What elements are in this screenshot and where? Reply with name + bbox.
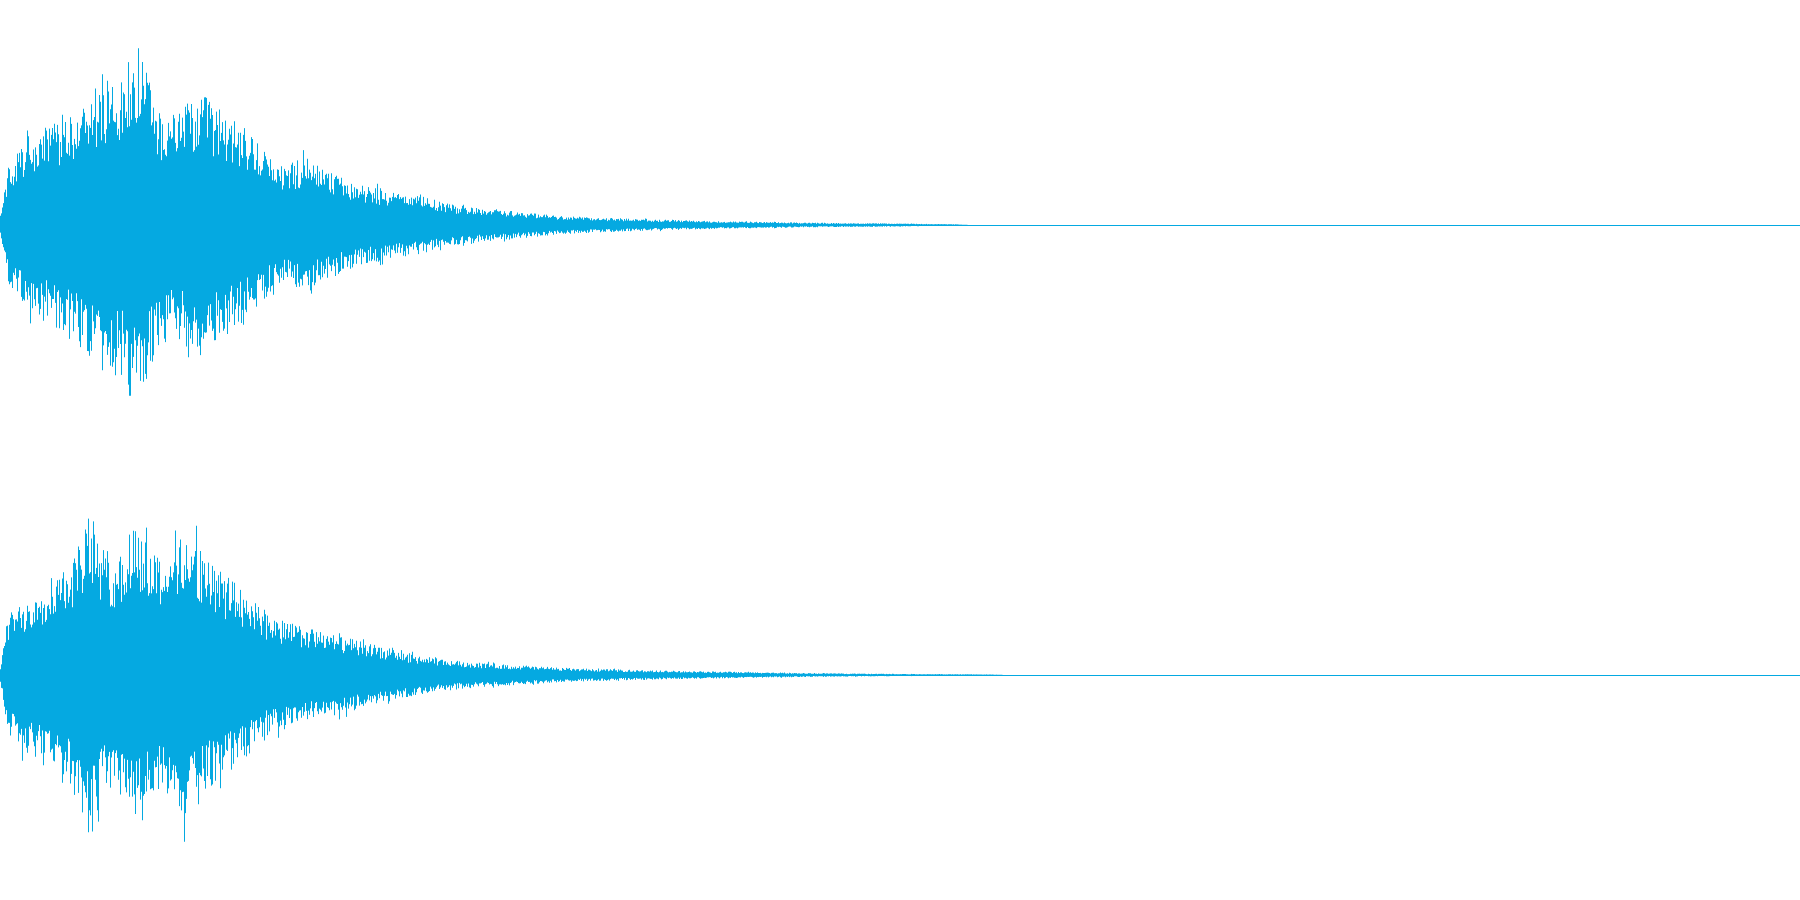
channel-right-waveform [0,518,1800,842]
channel-samples [0,48,968,396]
channel-left-waveform [0,48,1800,396]
channel-samples [0,518,1003,842]
